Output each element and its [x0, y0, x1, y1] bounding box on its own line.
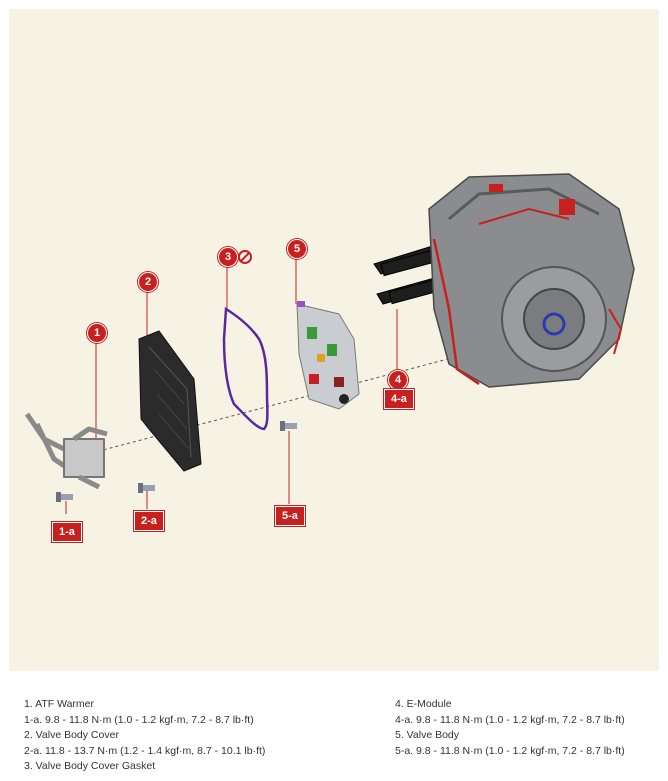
exploded-diagram: 1 2 3 5 4 1-a 2-a 5-a 4-a: [9, 9, 659, 671]
legend-item: 5-a. 9.8 - 11.8 N·m (1.0 - 1.2 kgf·m, 7.…: [395, 744, 625, 757]
callout-3: 3: [218, 247, 238, 267]
callout-4: 4: [388, 370, 408, 390]
valve-body-cover: [138, 330, 202, 472]
torque-tag-2a: 2-a: [134, 511, 164, 531]
transmission: [428, 173, 635, 388]
atf-warmer: [24, 412, 108, 490]
bolt-5a: [280, 421, 297, 431]
legend-item: 1-a. 9.8 - 11.8 N·m (1.0 - 1.2 kgf·m, 7.…: [24, 713, 254, 726]
legend-item: 4-a. 9.8 - 11.8 N·m (1.0 - 1.2 kgf·m, 7.…: [395, 713, 625, 726]
callout-2: 2: [138, 272, 158, 292]
legend-item: 1. ATF Warmer: [24, 698, 95, 710]
torque-tag-1a: 1-a: [52, 522, 82, 542]
bolt-1a: [56, 492, 73, 502]
legend-left: 1. ATF Warmer 1-a. 9.8 - 11.8 N·m (1.0 -…: [24, 697, 265, 775]
do-not-reuse-icon: [238, 250, 252, 264]
callout-1: 1: [87, 323, 107, 343]
legend-item: 2. Valve Body Cover: [24, 729, 119, 742]
valve-body-cover-gasket: [222, 306, 269, 431]
valve-body: [296, 301, 360, 410]
legend-item: 4. E-Module: [395, 698, 452, 710]
legend-item: 3. Valve Body Cover Gasket: [24, 760, 156, 773]
legend-item: 5. Valve Body: [395, 729, 460, 742]
diagram-artwork: [24, 173, 635, 514]
torque-tag-5a: 5-a: [275, 506, 305, 526]
legend-item: 2-a. 11.8 - 13.7 N·m (1.2 - 1.4 kgf·m, 8…: [24, 744, 266, 757]
torque-tag-4a: 4-a: [384, 389, 414, 409]
legend-right: 4. E-Module 4-a. 9.8 - 11.8 N·m (1.0 - 1…: [395, 697, 625, 759]
bolt-2a: [138, 483, 155, 493]
callout-5: 5: [287, 239, 307, 259]
